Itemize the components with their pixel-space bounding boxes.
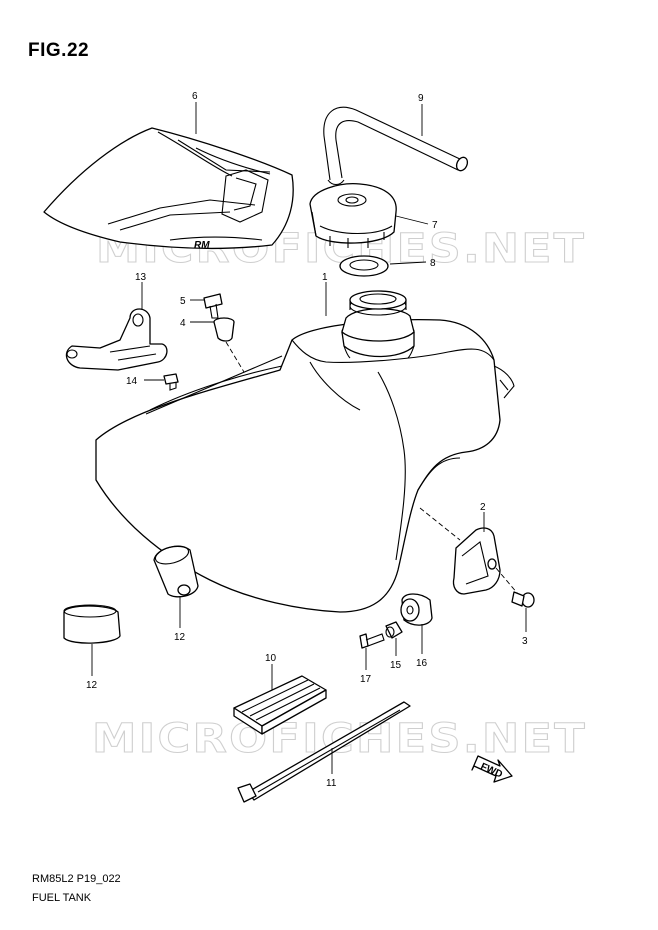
callout-11: 11 bbox=[326, 778, 337, 789]
part-12-damper-upper bbox=[153, 545, 199, 598]
seat-logo: RM bbox=[194, 240, 210, 251]
part-16-damper bbox=[400, 593, 433, 626]
callout-1: 1 bbox=[322, 272, 328, 283]
leader-lines bbox=[91, 102, 527, 774]
part-15-collar bbox=[385, 621, 403, 639]
part-1-fuel-tank bbox=[95, 290, 515, 613]
callout-10: 10 bbox=[265, 653, 277, 664]
callout-4: 4 bbox=[180, 318, 186, 329]
part-11-cable-tie bbox=[237, 701, 411, 803]
callout-12-lower: 12 bbox=[86, 680, 98, 691]
part-4-collar bbox=[213, 317, 245, 373]
callout-17: 17 bbox=[360, 674, 372, 685]
part-10-foam-pad bbox=[233, 675, 327, 735]
callout-6: 6 bbox=[192, 91, 198, 102]
part-2-rear-bracket bbox=[419, 507, 519, 595]
callout-13: 13 bbox=[135, 272, 147, 283]
part-7-fuel-cap bbox=[309, 183, 397, 248]
part-9-breather-hose bbox=[323, 106, 469, 186]
callout-15: 15 bbox=[390, 660, 402, 671]
callout-5: 5 bbox=[180, 296, 186, 307]
callout-9: 9 bbox=[418, 93, 424, 104]
part-3-bolt bbox=[511, 591, 535, 608]
figure-code: RM85L2 P19_022 bbox=[32, 873, 121, 885]
callout-2: 2 bbox=[480, 502, 486, 513]
part-12-damper-lower bbox=[63, 604, 121, 644]
part-8-cap-gasket bbox=[339, 255, 389, 277]
figure-title: FIG.22 bbox=[28, 40, 90, 61]
callout-12-upper: 12 bbox=[174, 632, 186, 643]
part-6-tank-shroud: RM bbox=[43, 127, 294, 251]
part-5-bolt bbox=[203, 293, 223, 319]
callout-14: 14 bbox=[126, 376, 138, 387]
callout-3: 3 bbox=[522, 636, 528, 647]
part-14-bolt bbox=[163, 373, 179, 391]
part-17-bolt bbox=[359, 633, 385, 649]
figure-name: FUEL TANK bbox=[32, 892, 92, 904]
callout-16: 16 bbox=[416, 658, 428, 669]
callout-7: 7 bbox=[432, 220, 438, 231]
part-13-bracket bbox=[65, 308, 168, 371]
callout-8: 8 bbox=[430, 258, 436, 269]
watermark-bottom: MICROFICHES.NET bbox=[92, 716, 587, 762]
